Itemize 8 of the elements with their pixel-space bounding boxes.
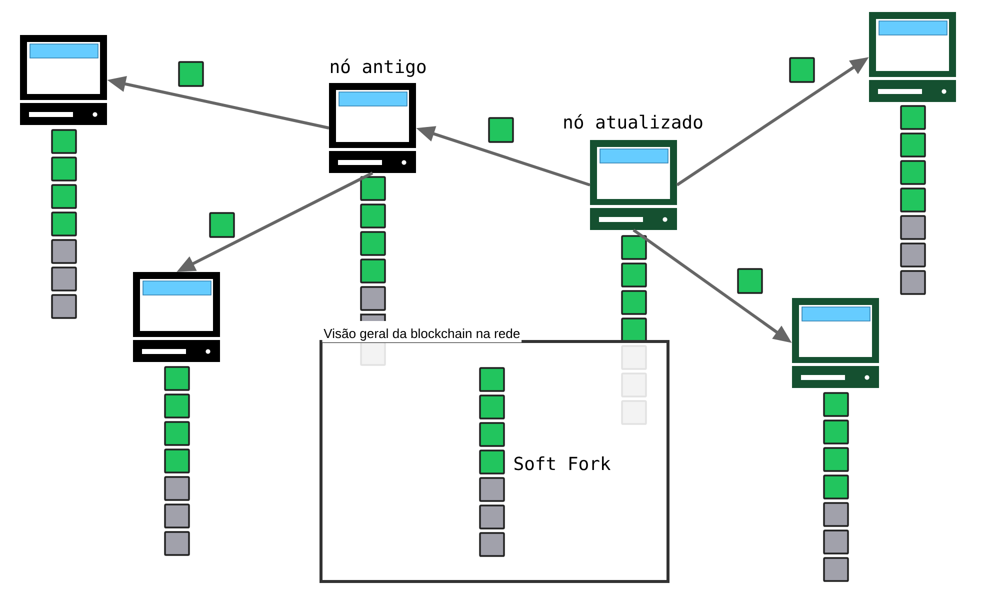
- fork-label: Soft Fork: [514, 456, 611, 470]
- computer: [20, 35, 107, 125]
- computer: [133, 272, 220, 362]
- computer: [792, 298, 879, 388]
- node-label: nó atualizado: [564, 114, 702, 129]
- node-label: nó antigo: [330, 58, 426, 77]
- frame-title: Visão geral da blockchain na rede: [322, 326, 522, 342]
- computer: [869, 12, 956, 102]
